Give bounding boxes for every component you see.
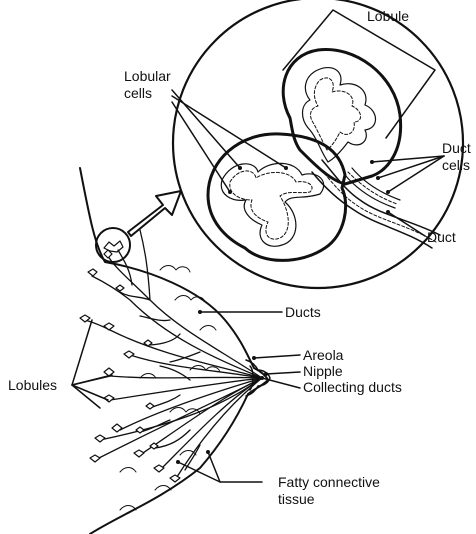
label-duct: Duct: [427, 229, 456, 246]
fatty-tissue: [120, 266, 220, 511]
magnify-arrow: [128, 191, 181, 236]
magnified-view: [173, 0, 463, 288]
label-duct-cells: Duct cells: [442, 140, 471, 174]
label-ducts: Ducts: [285, 304, 321, 321]
lobule-clusters: [80, 250, 180, 482]
label-fatty-connective-tissue: Fatty connective tissue: [278, 474, 380, 508]
upper-lobule-lumen: [303, 68, 376, 162]
label-collecting-ducts: Collecting ducts: [303, 379, 402, 396]
lower-lobule-lumen: [221, 163, 323, 246]
label-nipple: Nipple: [303, 363, 343, 380]
label-lobule: Lobule: [367, 8, 409, 25]
label-areola: Areola: [303, 347, 343, 364]
highlight-circle-small: [96, 228, 130, 262]
label-lobular-cells: Lobular cells: [124, 68, 171, 102]
label-lobules: Lobules: [8, 377, 57, 394]
